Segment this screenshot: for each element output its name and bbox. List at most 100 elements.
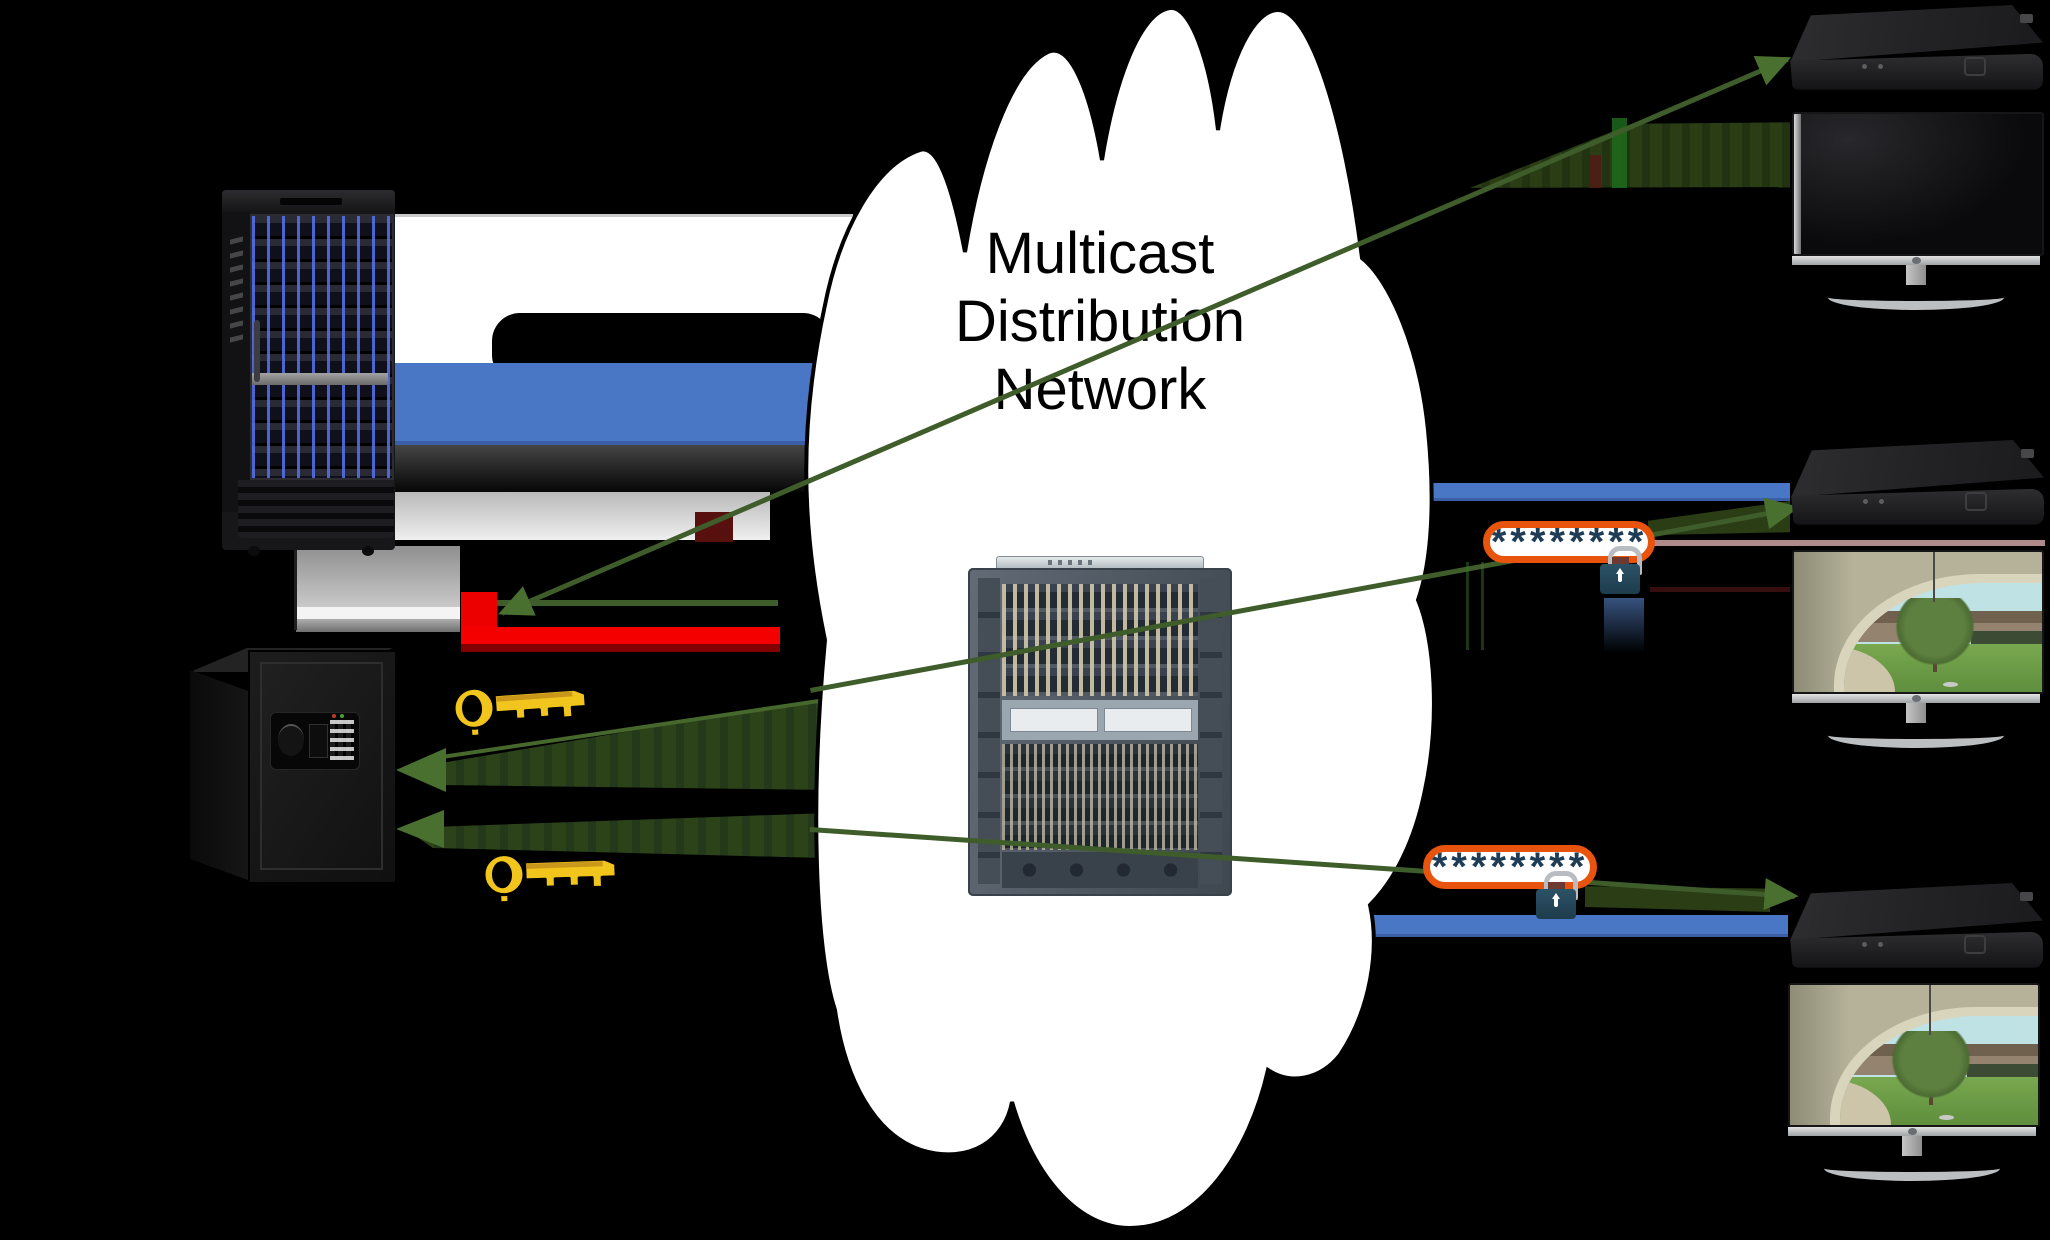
tv-bottom-bar [1788,1127,2036,1136]
tv-bezel-edge [1794,114,1801,254]
scene-wire [1932,552,1935,603]
tv-bottom-bar [1792,256,2040,265]
safe-led-red [332,714,336,718]
artifact-green-line1 [1466,562,1469,650]
red-arrow-shadow [461,644,780,652]
yard-scene [1790,985,2038,1125]
safe-keypad [330,720,354,760]
artifact-maroon-line [1650,587,1790,592]
tv-stand-base [1828,723,2004,748]
safe-side-face [190,670,248,880]
set-top-box-bottom [1785,883,2043,973]
unicast-band-middle [1428,483,1790,501]
tv-stand-neck [1906,703,1926,723]
stb-front-face [1791,488,2044,525]
stb-logo [2020,449,2034,458]
rack-plinth [238,480,394,538]
lg-logo [1908,1128,1917,1135]
lg-logo [1912,695,1921,702]
rack-vents [230,236,243,350]
stb-front-face [1790,53,2043,90]
lg-logo [1912,257,1921,264]
tv-screen-video [1792,550,2044,694]
switch-rail-right [1200,578,1222,884]
switch-linecards-upper [1002,584,1198,696]
scene-wire [1928,985,1931,1036]
scene-birdbath [1938,1114,1954,1120]
tv-top-blank [1792,112,2044,310]
content-stream-band [391,363,832,445]
rack-wheel [248,546,260,556]
set-top-box-top [1785,5,2043,95]
divider-line [300,540,722,546]
red-arrow-bar [461,627,780,644]
stb-led [1862,942,1868,948]
stb-led [1863,499,1869,505]
cloud-title-line2: Distribution [954,289,1246,354]
key-icon-1 [452,686,588,739]
tv-stand-neck [1902,1136,1922,1156]
tv-screen-video [1788,983,2040,1127]
lock-shackle [1608,546,1642,575]
arrowhead-to-safe-2 [396,810,444,848]
lock-icon-middle [1600,546,1642,596]
shadow-band-dark [391,445,832,492]
set-top-box-middle [1786,440,2044,530]
tv-bottom [1788,983,2040,1181]
rack-glass-door [250,214,394,480]
connector-line [294,545,297,630]
cloud-title-line1: Multicast [985,221,1215,286]
password-field-middle: ******** [1483,521,1655,563]
safe-led-green [340,714,344,718]
stb-led [1877,64,1883,70]
stb-front-face [1790,931,2043,968]
scene-tree [1891,1031,1971,1099]
switch-supervisor [1002,700,1198,740]
scene-tree [1895,598,1975,666]
shadow-band-mid [296,546,460,607]
green-link-stub [497,600,778,606]
stb-button [1965,492,1988,512]
lock-icon-bottom [1536,871,1578,921]
stb-button [1964,935,1987,955]
key-server-safe [190,630,397,884]
shadow-strip-white [296,607,460,619]
switch-linecards-lower [1002,744,1198,850]
unicast-band-bottom [1290,915,1788,937]
tv-stand-neck [1906,265,1926,285]
arrowhead-to-safe-1 [396,748,446,792]
yard-scene [1794,552,2042,692]
rack-wheel [362,546,374,556]
rack-patch-panel [252,373,388,385]
tv-stand-base [1824,1156,2000,1181]
tv-screen-blank [1792,112,2044,256]
cloud-title-line3: Network [993,357,1207,422]
tv-stand-base [1828,285,2004,310]
password-value-bottom: ******** [1431,845,1589,889]
stb-led [1877,942,1883,948]
lock-keyhole [1618,571,1622,582]
rack-door-handle [254,320,260,382]
artifact-blue-streak [1604,598,1644,653]
key-icon-2 [482,853,618,905]
scene-arch-view [1839,1015,2038,1125]
safe-knob [278,724,304,756]
password-field-bottom: ******** [1423,845,1597,889]
scene-birdbath [1942,681,1958,687]
lock-keyhole [1554,896,1558,907]
tv-middle [1792,550,2044,748]
artifact-maroon-streak [1589,155,1601,188]
rack-cap-handle [280,198,342,205]
lock-inner-patch [1612,557,1629,565]
stb-led [1878,499,1884,505]
stb-led [1862,64,1868,70]
lock-shackle [1544,871,1578,900]
switch-fan-tray [1002,852,1198,888]
stb-logo [2019,892,2033,901]
stb-button [1964,57,1987,77]
tv-bottom-bar [1792,694,2040,703]
cloud-title: Multicast Distribution Network [930,220,1270,424]
content-server-rack [222,190,395,556]
stb-logo [2019,14,2033,23]
